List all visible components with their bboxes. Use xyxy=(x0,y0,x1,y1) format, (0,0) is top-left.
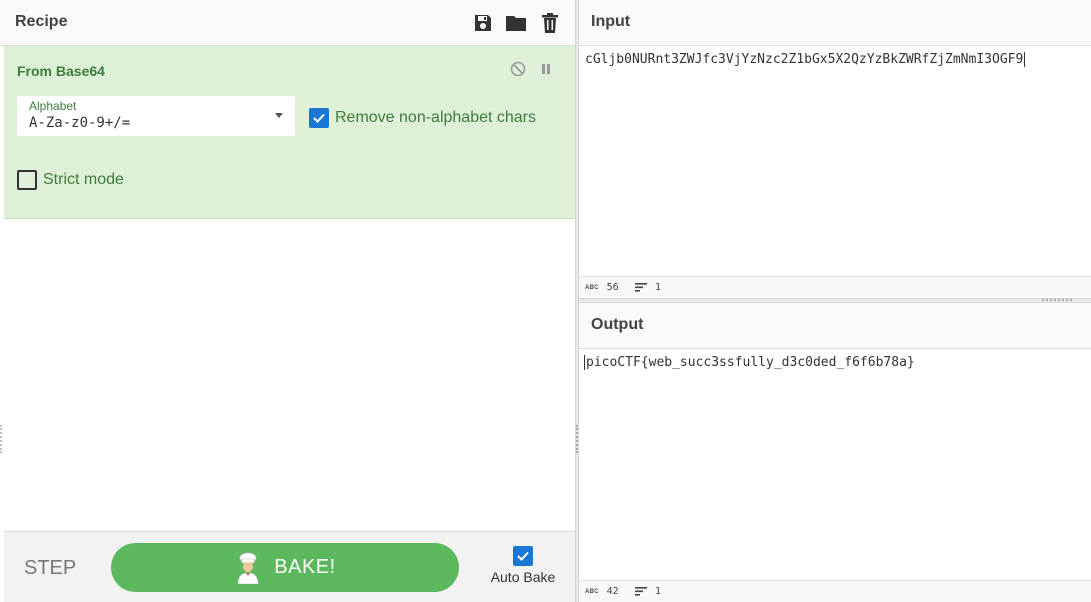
strict-mode-label: Strict mode xyxy=(43,171,124,188)
output-lines-stat: 1 xyxy=(635,586,661,597)
recipe-header: Recipe xyxy=(0,0,576,46)
remove-non-alphabet-checkbox[interactable]: Remove non-alphabet chars xyxy=(309,108,536,128)
abc-icon: ABC xyxy=(585,284,599,291)
output-title: Output xyxy=(591,316,644,333)
chevron-down-icon xyxy=(275,113,283,118)
abc-icon: ABC xyxy=(585,588,599,595)
splitter-grip[interactable] xyxy=(576,425,578,453)
input-lines-stat: 1 xyxy=(635,282,661,293)
auto-bake-toggle[interactable]: Auto Bake xyxy=(488,546,558,585)
alphabet-value: A-Za-z0-9+/= xyxy=(29,115,131,131)
strict-mode-checkbox[interactable]: Strict mode xyxy=(17,170,124,190)
input-lines-value: 1 xyxy=(655,282,662,293)
output-status-bar: ABC 42 1 xyxy=(579,580,1091,602)
operation-from-base64[interactable]: From Base64 Alphabet A-Za-z0-9+/= Remove… xyxy=(4,46,575,219)
output-pane: Output picoCTF{web_succ3ssfully_d3c0ded_… xyxy=(579,303,1091,602)
input-pane: Input cGljb0NURnt3ZWJfc3VjYzNzc2Z1bGx5X2… xyxy=(579,0,1091,300)
checkbox-unchecked-icon[interactable] xyxy=(17,170,37,190)
vertical-splitter[interactable] xyxy=(575,0,579,602)
output-length-stat: ABC 42 xyxy=(585,586,619,597)
output-text[interactable]: picoCTF{web_succ3ssfully_d3c0ded_f6f6b78… xyxy=(584,355,915,370)
recipe-pane: Recipe From Base64 Alphabet A-Za-z0-9+/= xyxy=(0,0,576,602)
output-header: Output xyxy=(579,303,1091,349)
bake-label: BAKE! xyxy=(274,556,336,578)
remove-non-alphabet-label: Remove non-alphabet chars xyxy=(335,109,537,126)
folder-icon[interactable] xyxy=(505,12,527,34)
step-button[interactable]: STEP xyxy=(24,557,77,579)
input-length-stat: ABC 56 xyxy=(585,282,619,293)
output-length-value: 42 xyxy=(606,586,619,597)
checkbox-checked-icon[interactable] xyxy=(309,108,329,128)
horizontal-splitter[interactable] xyxy=(579,298,1091,303)
disable-operation-icon[interactable] xyxy=(509,60,527,78)
output-lines-value: 1 xyxy=(655,586,662,597)
operation-title: From Base64 xyxy=(17,63,105,79)
bake-button[interactable]: BAKE! xyxy=(111,543,459,592)
checkbox-checked-icon[interactable] xyxy=(513,546,533,566)
input-textarea[interactable]: cGljb0NURnt3ZWJfc3VjYzNzc2Z1bGx5X2QzYzBk… xyxy=(585,52,1026,67)
input-header: Input xyxy=(579,0,1091,46)
auto-bake-label: Auto Bake xyxy=(490,569,556,585)
drag-handle[interactable] xyxy=(0,425,2,453)
save-icon[interactable] xyxy=(472,12,494,34)
controls-bar: STEP BAKE! Auto Bake xyxy=(4,531,575,602)
trash-icon[interactable] xyxy=(539,12,561,34)
recipe-title: Recipe xyxy=(15,13,68,30)
horizontal-splitter-grip[interactable] xyxy=(1042,299,1072,301)
alphabet-select[interactable]: Alphabet A-Za-z0-9+/= xyxy=(17,96,295,136)
lines-icon xyxy=(635,283,647,292)
lines-icon xyxy=(635,587,647,596)
alphabet-label: Alphabet xyxy=(29,99,77,113)
chef-icon xyxy=(237,552,259,584)
input-status-bar: ABC 56 1 xyxy=(579,276,1091,298)
input-length-value: 56 xyxy=(606,282,619,293)
input-title: Input xyxy=(591,13,631,30)
pause-icon[interactable] xyxy=(537,60,555,78)
